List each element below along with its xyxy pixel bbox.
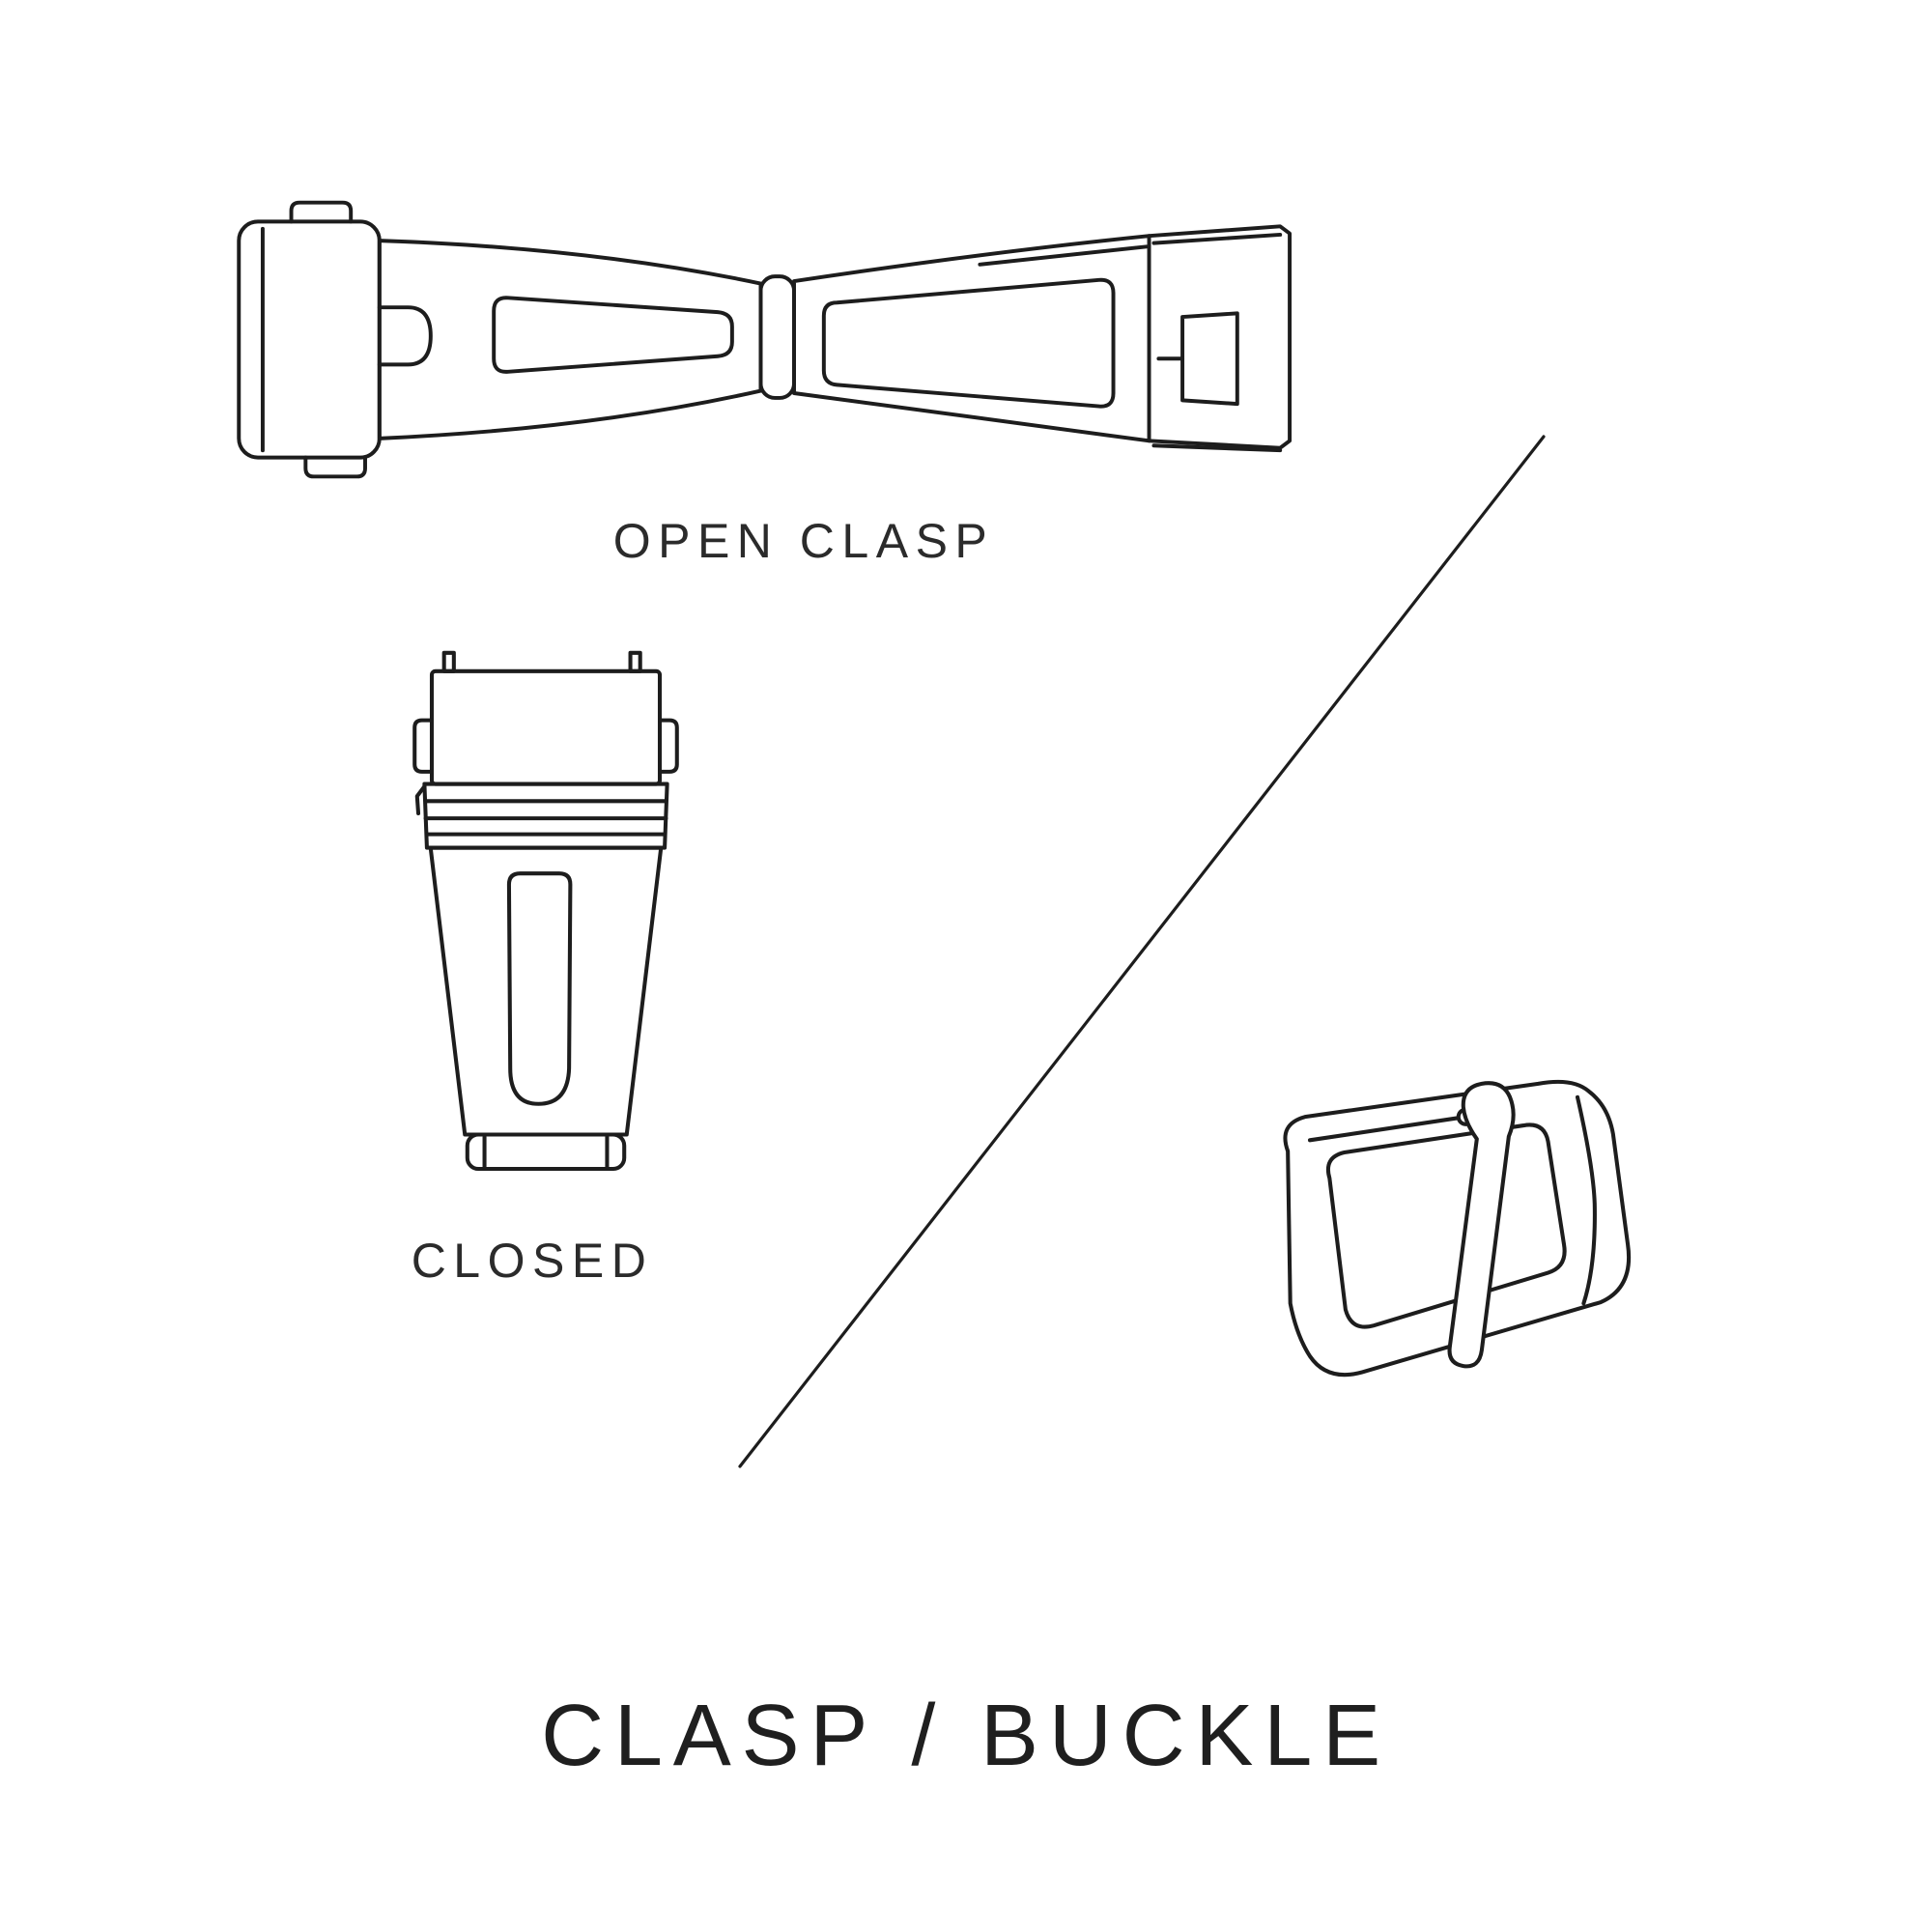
tang-buckle-illustration: [1283, 1079, 1632, 1378]
open-clasp-illustration: [237, 200, 1293, 479]
open-clasp-label: OPEN CLASP: [612, 514, 995, 568]
closed-clasp-illustration: [412, 650, 679, 1172]
diagram-title: CLASP / BUCKLE: [541, 1688, 1391, 1784]
closed-clasp-label: CLOSED: [411, 1234, 654, 1288]
